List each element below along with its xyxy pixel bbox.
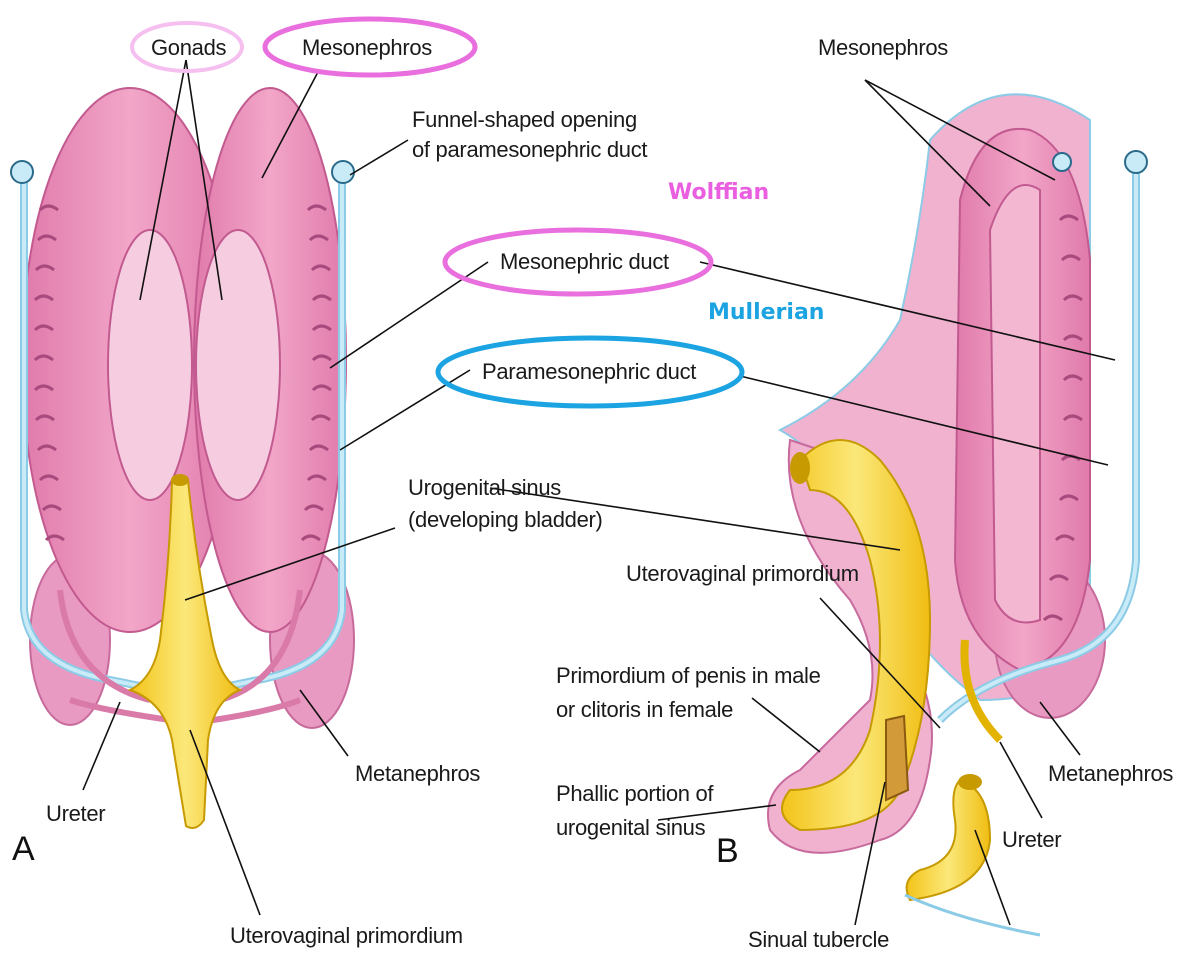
gonad-left-a bbox=[108, 230, 192, 500]
annotation-wolffian: Wolffian bbox=[668, 180, 769, 205]
label-mesonephric-duct: Mesonephric duct bbox=[500, 248, 669, 276]
label-sinual-tubercle: Sinual tubercle bbox=[748, 926, 889, 954]
label-phallic-line2: urogenital sinus bbox=[556, 814, 705, 842]
funnel-opening-left-a bbox=[11, 161, 33, 183]
label-funnel-line1: Funnel-shaped opening bbox=[412, 106, 637, 134]
panel-b-figure bbox=[768, 94, 1147, 935]
label-primordium-line2: or clitoris in female bbox=[556, 696, 733, 724]
label-urogenital-line2: (developing bladder) bbox=[408, 506, 603, 534]
annotation-mullerian: Mullerian bbox=[708, 300, 824, 325]
label-mesonephros-b: Mesonephros bbox=[818, 34, 948, 62]
funnel-opening-b bbox=[1125, 151, 1147, 173]
label-phallic-line1: Phallic portion of bbox=[556, 780, 713, 808]
label-paramesonephric-duct: Paramesonephric duct bbox=[482, 358, 696, 386]
label-metanephros-b: Metanephros bbox=[1048, 760, 1173, 788]
panel-b-letter: B bbox=[716, 832, 739, 871]
label-metanephros-a: Metanephros bbox=[355, 760, 480, 788]
label-uterovaginal-a: Uterovaginal primordium bbox=[230, 922, 463, 950]
panel-a-figure bbox=[11, 88, 354, 828]
label-urogenital-line1: Urogenital sinus bbox=[408, 474, 561, 502]
label-uterovaginal-b: Uterovaginal primordium bbox=[626, 560, 859, 588]
label-funnel-line2: of paramesonephric duct bbox=[412, 136, 647, 164]
label-gonads: Gonads bbox=[151, 34, 226, 62]
panel-a-letter: A bbox=[12, 830, 35, 869]
funnel-opening-right-a bbox=[332, 161, 354, 183]
label-primordium-line1: Primordium of penis in male bbox=[556, 662, 821, 690]
label-ureter-b: Ureter bbox=[1002, 826, 1061, 854]
label-ureter-a: Ureter bbox=[46, 800, 105, 828]
gonad-right-a bbox=[196, 230, 280, 500]
label-mesonephros-a: Mesonephros bbox=[302, 34, 432, 62]
